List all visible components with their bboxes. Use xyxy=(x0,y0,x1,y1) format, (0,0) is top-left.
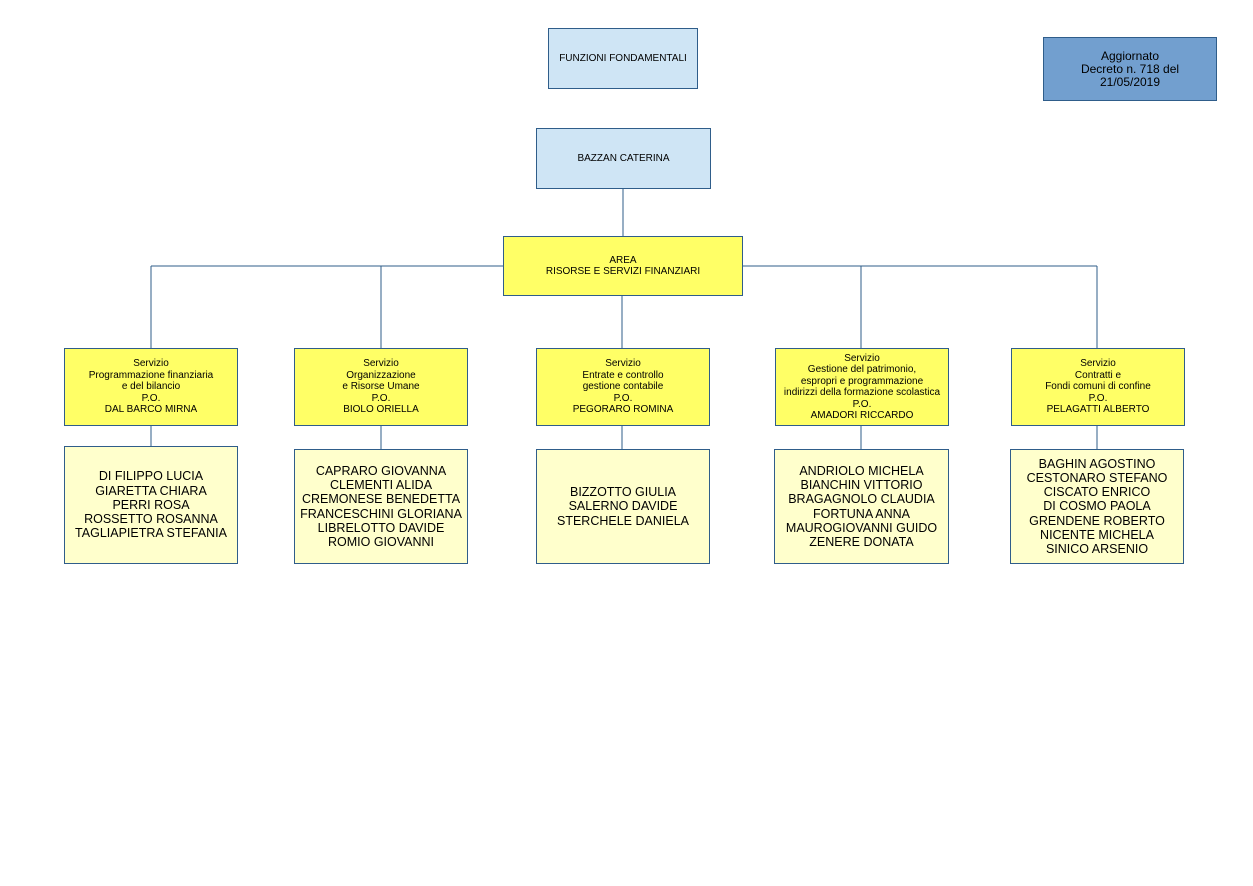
service-line: P.O. xyxy=(1088,392,1108,404)
service-line: indirizzi della formazione scolastica xyxy=(783,387,941,398)
service-line: Entrate e controllo xyxy=(582,369,664,381)
staff-member: CLEMENTI ALIDA xyxy=(329,478,433,493)
staff-member: DI FILIPPO LUCIA xyxy=(98,469,204,484)
service-line: Programmazione finanziaria xyxy=(88,369,214,381)
staff-box-patrimonio: ANDRIOLO MICHELA BIANCHIN VITTORIO BRAGA… xyxy=(774,449,949,564)
staff-member: ANDRIOLO MICHELA xyxy=(799,463,924,478)
staff-member: DI COSMO PAOLA xyxy=(1043,499,1151,514)
staff-member: BIZZOTTO GIULIA xyxy=(569,485,677,500)
service-manager: BIOLO ORIELLA xyxy=(343,404,419,416)
staff-member: ZENERE DONATA xyxy=(809,534,914,549)
staff-member: GIARETTA CHIARA xyxy=(95,483,207,498)
service-line: Fondi comuni di confine xyxy=(1045,381,1151,393)
service-box-entrate: Servizio Entrate e controllo gestione co… xyxy=(536,348,710,426)
area-label: AREA xyxy=(609,254,637,266)
service-line: P.O. xyxy=(371,392,391,404)
staff-member: FORTUNA ANNA xyxy=(812,506,910,521)
area-box: AREA RISORSE E SERVIZI FINANZIARI xyxy=(503,236,743,296)
staff-member: BAGHIN AGOSTINO xyxy=(1038,456,1156,471)
service-line: Servizio xyxy=(844,352,880,364)
header-box: FUNZIONI FONDAMENTALI xyxy=(548,28,698,89)
service-line: P.O. xyxy=(613,392,633,404)
service-line: Servizio xyxy=(363,358,399,370)
service-line: Servizio xyxy=(605,358,641,370)
service-line: gestione contabile xyxy=(582,381,664,393)
staff-member: MAUROGIOVANNI GUIDO xyxy=(785,520,938,535)
staff-member: PERRI ROSA xyxy=(112,497,190,512)
update-note-line: 21/05/2019 xyxy=(1099,74,1161,89)
service-manager: AMADORI RICCARDO xyxy=(810,410,914,421)
staff-member: CESTONARO STEFANO xyxy=(1026,470,1168,485)
staff-member: CISCATO ENRICO xyxy=(1043,485,1151,500)
service-box-programmazione: Servizio Programmazione finanziaria e de… xyxy=(64,348,238,426)
area-name: RISORSE E SERVIZI FINANZIARI xyxy=(545,266,701,277)
staff-member: CAPRARO GIOVANNA xyxy=(315,463,447,478)
service-box-contratti: Servizio Contratti e Fondi comuni di con… xyxy=(1011,348,1185,426)
staff-box-entrate: BIZZOTTO GIULIA SALERNO DAVIDE STERCHELE… xyxy=(536,449,710,564)
director-box: BAZZAN CATERINA xyxy=(536,128,711,189)
service-line: P.O. xyxy=(852,398,872,410)
service-line: Contratti e xyxy=(1074,369,1122,381)
staff-box-programmazione: DI FILIPPO LUCIA GIARETTA CHIARA PERRI R… xyxy=(64,446,238,564)
service-manager: PELAGATTI ALBERTO xyxy=(1046,404,1150,416)
staff-member: ROSSETTO ROSANNA xyxy=(84,512,218,527)
update-note-line: Decreto n. 718 del xyxy=(1080,61,1180,76)
director-name: BAZZAN CATERINA xyxy=(577,152,670,164)
service-line: Gestione del patrimonio, xyxy=(807,364,917,375)
staff-member: GRENDENE ROBERTO xyxy=(1029,513,1165,528)
update-note-line: Aggiornato xyxy=(1100,48,1160,63)
service-line: Servizio xyxy=(133,358,169,370)
staff-member: SINICO ARSENIO xyxy=(1045,542,1149,556)
staff-box-contratti: BAGHIN AGOSTINO CESTONARO STEFANO CISCAT… xyxy=(1010,449,1184,564)
service-manager: DAL BARCO MIRNA xyxy=(104,404,198,416)
staff-member: BRAGAGNOLO CLAUDIA xyxy=(788,492,935,507)
service-line: e del bilancio xyxy=(121,381,181,393)
service-line: espropri e programmazione xyxy=(800,375,924,387)
staff-member: CREMONESE BENEDETTA xyxy=(301,492,461,507)
staff-member: BIANCHIN VITTORIO xyxy=(800,478,923,493)
staff-member: SALERNO DAVIDE xyxy=(568,499,678,514)
staff-member: FRANCESCHINI GLORIANA xyxy=(300,506,462,521)
service-line: Organizzazione xyxy=(346,369,416,381)
staff-member: LIBRELOTTO DAVIDE xyxy=(317,520,445,535)
service-manager: PEGORARO ROMINA xyxy=(572,404,674,416)
service-line: e Risorse Umane xyxy=(342,381,420,393)
staff-member: ROMIO GIOVANNI xyxy=(327,534,435,549)
service-box-patrimonio: Servizio Gestione del patrimonio, esprop… xyxy=(775,348,949,426)
staff-box-organizzazione: CAPRARO GIOVANNA CLEMENTI ALIDA CREMONES… xyxy=(294,449,468,564)
staff-member: TAGLIAPIETRA STEFANIA xyxy=(75,526,227,541)
update-note-box: Aggiornato Decreto n. 718 del 21/05/2019 xyxy=(1043,37,1217,101)
service-line: P.O. xyxy=(141,392,161,404)
staff-member: STERCHELE DANIELA xyxy=(557,513,689,528)
header-title: FUNZIONI FONDAMENTALI xyxy=(559,52,687,64)
service-box-organizzazione: Servizio Organizzazione e Risorse Umane … xyxy=(294,348,468,426)
staff-member: NICENTE MICHELA xyxy=(1040,527,1154,542)
service-line: Servizio xyxy=(1080,358,1116,370)
